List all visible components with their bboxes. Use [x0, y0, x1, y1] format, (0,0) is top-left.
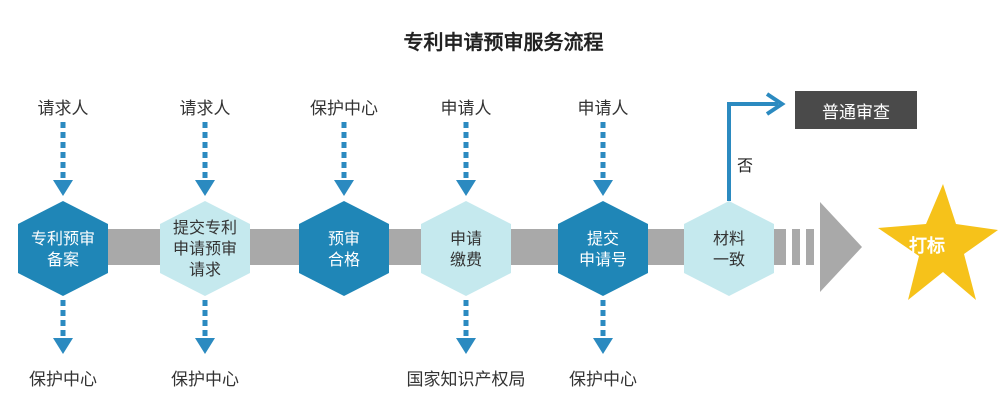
bottom-arrow-5 — [593, 300, 613, 354]
hex-node-5 — [558, 201, 648, 296]
top-arrow-2 — [195, 122, 215, 196]
step-5-top-label: 申请人 — [577, 99, 629, 119]
step-1-top-label: 请求人 — [37, 99, 89, 119]
hex-node-4 — [421, 201, 511, 296]
final-mark-label: 打标 — [909, 236, 945, 257]
step-1-bottom-label: 保护中心 — [29, 370, 97, 390]
hex-node-3 — [299, 201, 389, 296]
hex-node-1 — [18, 201, 108, 296]
bottom-arrow-4 — [456, 300, 476, 354]
hex-node-6 — [684, 201, 774, 296]
top-arrow-4 — [456, 122, 476, 196]
node-2-text: 提交专利申请预审请求 — [172, 218, 237, 279]
bottom-arrow-1 — [53, 300, 73, 354]
top-arrow-3 — [334, 122, 354, 196]
flow-arrowhead — [820, 202, 862, 292]
hex-node-2 — [160, 201, 250, 296]
page-title: 专利申请预审服务流程 — [403, 30, 604, 54]
node-1-text: 专利预审备案 — [30, 228, 95, 269]
branch-no-label: 否 — [737, 156, 754, 175]
step-2-top-label: 请求人 — [179, 99, 231, 119]
bottom-arrow-2 — [195, 300, 215, 354]
step-5-bottom-label: 保护中心 — [569, 370, 637, 390]
step-2-bottom-label: 保护中心 — [171, 370, 239, 390]
step-4-bottom-label: 国家知识产权局 — [406, 370, 526, 390]
node-3-text: 预审合格 — [327, 228, 360, 269]
star-icon — [878, 184, 998, 300]
ordinary-review-box: 普通审查 — [795, 91, 917, 129]
node-4-text: 申请缴费 — [449, 228, 482, 269]
node-6-text: 材料一致 — [712, 228, 745, 269]
node-5-text: 提交申请号 — [578, 228, 627, 269]
branch-arrow — [727, 92, 786, 201]
top-arrow-1 — [53, 122, 73, 196]
step-4-top-label: 申请人 — [440, 99, 492, 119]
bar-dash-2 — [792, 229, 800, 265]
step-3-top-label: 保护中心 — [310, 99, 378, 119]
bar-dash-3 — [806, 229, 814, 265]
top-arrow-5 — [593, 122, 613, 196]
bar-dash-1 — [778, 229, 786, 265]
